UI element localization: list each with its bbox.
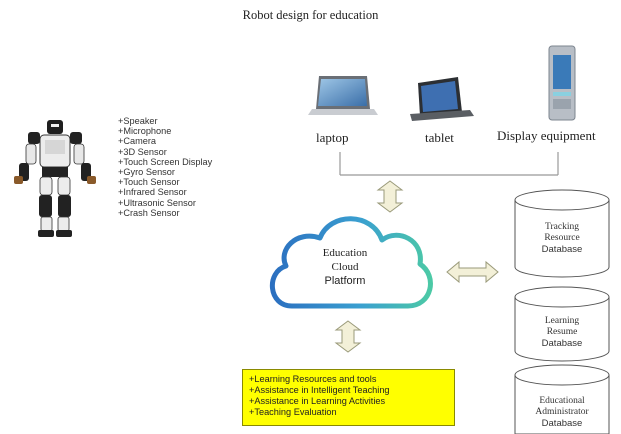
- display-equipment-label: Display equipment: [497, 128, 596, 143]
- tracking-db-line3: Database: [541, 244, 583, 255]
- arrow-cloud-databases: [446, 260, 499, 284]
- admin-db-label: Educational Administrator Database: [515, 396, 609, 429]
- function-item: +Assistance in Learning Activities: [249, 396, 386, 406]
- sensor-item: +Infrared Sensor: [118, 187, 187, 198]
- sensor-item: +Touch Sensor: [118, 177, 180, 188]
- cloud-label: Education Cloud Platform: [300, 246, 390, 288]
- device-bracket: [339, 152, 559, 176]
- learning-db-line1: Learning: [544, 316, 580, 326]
- sensor-item: +Crash Sensor: [118, 207, 180, 218]
- diagram-title: Robot design for education: [242, 8, 379, 22]
- tracking-db-label: Tracking Resource Database: [515, 222, 609, 255]
- robot-image: [14, 120, 96, 237]
- sensor-item: +Gyro Sensor: [118, 167, 175, 178]
- education-cloud: [269, 216, 433, 309]
- sensor-item: +Microphone: [118, 126, 172, 137]
- admin-db-line1: Educational: [539, 396, 585, 406]
- learning-db-line3: Database: [541, 338, 583, 349]
- sensor-item: +Touch Screen Display: [118, 156, 213, 167]
- tablet-label: tablet: [425, 130, 454, 145]
- robot-sensor-list: +Speaker +Microphone +Camera +3D Sensor …: [118, 116, 212, 218]
- cloud-label-line2: Cloud: [331, 261, 359, 273]
- arrow-devices-cloud: [376, 180, 404, 213]
- learning-db-label: Learning Resume Database: [515, 316, 609, 349]
- admin-db-line2: Administrator: [535, 407, 589, 417]
- admin-db-line3: Database: [541, 418, 583, 429]
- cloud-label-line1: Education: [322, 247, 368, 259]
- function-item: +Teaching Evaluation: [249, 407, 337, 417]
- arrow-cloud-functions: [334, 320, 362, 353]
- function-item: +Learning Resources and tools: [249, 374, 377, 384]
- functions-box: +Learning Resources and tools +Assistanc…: [242, 369, 455, 426]
- tracking-db-line2: Resource: [544, 233, 580, 243]
- database-tracking-resource: [514, 189, 610, 278]
- laptop-label: laptop: [316, 130, 349, 145]
- database-learning-resume: [514, 286, 610, 362]
- sensor-item: +Speaker: [118, 116, 158, 126]
- sensor-item: +3D Sensor: [118, 146, 167, 157]
- display-equipment-image: [548, 45, 576, 121]
- learning-db-line2: Resume: [546, 327, 578, 337]
- function-item: +Assistance in Intelligent Teaching: [249, 385, 390, 395]
- tracking-db-line1: Tracking: [545, 222, 579, 232]
- sensor-item: +Ultrasonic Sensor: [118, 197, 196, 208]
- sensor-item: +Camera: [118, 136, 157, 147]
- cloud-label-line3: Platform: [324, 275, 366, 287]
- tablet-image: [410, 77, 474, 121]
- laptop-image: [308, 76, 378, 115]
- database-educational-administrator: [514, 364, 610, 434]
